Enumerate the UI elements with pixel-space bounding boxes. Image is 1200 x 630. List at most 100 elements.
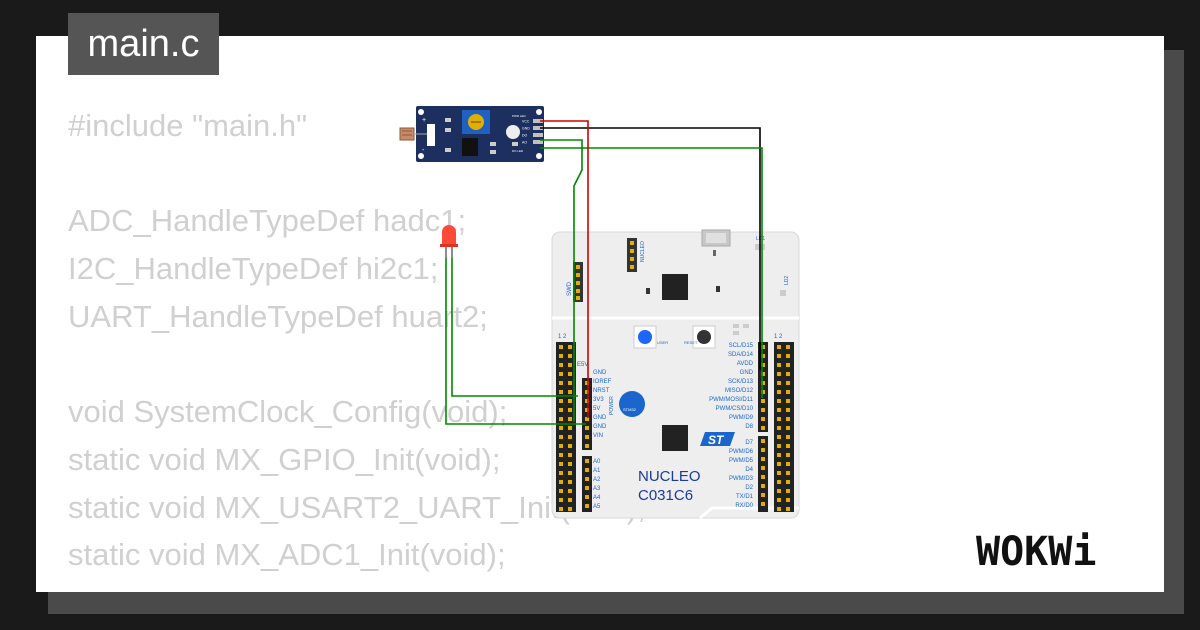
module-pin[interactable] <box>533 126 543 130</box>
header-pin[interactable] <box>777 471 781 475</box>
header-pin[interactable] <box>568 507 572 511</box>
header-pin[interactable] <box>568 462 572 466</box>
header-pin[interactable] <box>568 390 572 394</box>
header-pin[interactable] <box>777 372 781 376</box>
header-pin[interactable] <box>777 381 781 385</box>
header-pin[interactable] <box>786 471 790 475</box>
header-pin[interactable] <box>568 363 572 367</box>
header-pin[interactable] <box>559 462 563 466</box>
header-pin[interactable] <box>568 426 572 430</box>
reset-button[interactable] <box>697 330 711 344</box>
header-pin[interactable] <box>559 435 563 439</box>
header-pin[interactable] <box>585 486 589 490</box>
header-pin[interactable] <box>559 444 563 448</box>
header-pin[interactable] <box>777 507 781 511</box>
header-pin[interactable] <box>777 480 781 484</box>
header-pin[interactable] <box>585 444 589 448</box>
header-pin[interactable] <box>761 399 765 403</box>
header-pin[interactable] <box>585 408 589 412</box>
header-pin[interactable] <box>761 345 765 349</box>
header-pin[interactable] <box>585 417 589 421</box>
header-pin[interactable] <box>777 345 781 349</box>
module-pin[interactable] <box>533 133 543 137</box>
user-button[interactable] <box>638 330 652 344</box>
header-pin[interactable] <box>786 345 790 349</box>
header-pin[interactable] <box>585 459 589 463</box>
header-pin[interactable] <box>786 354 790 358</box>
header-pin[interactable] <box>568 453 572 457</box>
header-pin[interactable] <box>777 408 781 412</box>
header-pin[interactable] <box>559 381 563 385</box>
header-pin[interactable] <box>761 502 765 506</box>
header-pin[interactable] <box>777 390 781 394</box>
header-pin[interactable] <box>761 426 765 430</box>
header-pin[interactable] <box>568 435 572 439</box>
header-pin[interactable] <box>585 435 589 439</box>
header-pin[interactable] <box>786 498 790 502</box>
header-pin[interactable] <box>777 435 781 439</box>
header-pin[interactable] <box>568 372 572 376</box>
header-pin[interactable] <box>585 399 589 403</box>
header-pin[interactable] <box>585 477 589 481</box>
nucleo-board[interactable]: NUCLEO LD1 LD2 SWD USER RESET ST STM32 <box>551 229 800 520</box>
header-pin[interactable] <box>777 489 781 493</box>
header-pin[interactable] <box>777 417 781 421</box>
module-pin[interactable] <box>533 119 543 123</box>
header-pin[interactable] <box>559 426 563 430</box>
header-pin[interactable] <box>786 444 790 448</box>
header-pin[interactable] <box>559 390 563 394</box>
header-pin[interactable] <box>585 426 589 430</box>
header-pin[interactable] <box>777 444 781 448</box>
header-pin[interactable] <box>559 453 563 457</box>
header-pin[interactable] <box>761 466 765 470</box>
module-pin[interactable] <box>533 140 543 144</box>
header-pin[interactable] <box>786 372 790 376</box>
header-pin[interactable] <box>777 426 781 430</box>
header-pin[interactable] <box>559 471 563 475</box>
header-pin[interactable] <box>786 453 790 457</box>
header-pin[interactable] <box>568 471 572 475</box>
header-pin[interactable] <box>761 439 765 443</box>
header-pin[interactable] <box>786 480 790 484</box>
header-pin[interactable] <box>559 408 563 412</box>
header-pin[interactable] <box>559 417 563 421</box>
header-pin[interactable] <box>559 480 563 484</box>
header-pin[interactable] <box>568 489 572 493</box>
header-pin[interactable] <box>568 498 572 502</box>
header-pin[interactable] <box>568 408 572 412</box>
header-pin[interactable] <box>786 408 790 412</box>
header-pin[interactable] <box>761 493 765 497</box>
header-pin[interactable] <box>786 390 790 394</box>
header-pin[interactable] <box>585 381 589 385</box>
file-tab[interactable]: main.c <box>68 13 219 75</box>
header-pin[interactable] <box>761 390 765 394</box>
header-pin[interactable] <box>559 498 563 502</box>
header-pin[interactable] <box>761 408 765 412</box>
header-pin[interactable] <box>559 372 563 376</box>
header-pin[interactable] <box>761 372 765 376</box>
header-pin[interactable] <box>761 457 765 461</box>
header-pin[interactable] <box>761 363 765 367</box>
header-pin[interactable] <box>777 462 781 466</box>
header-pin[interactable] <box>777 363 781 367</box>
header-pin[interactable] <box>559 354 563 358</box>
header-pin[interactable] <box>761 381 765 385</box>
header-pin[interactable] <box>568 354 572 358</box>
header-pin[interactable] <box>761 475 765 479</box>
header-pin[interactable] <box>568 480 572 484</box>
header-pin[interactable] <box>786 462 790 466</box>
header-pin[interactable] <box>761 354 765 358</box>
header-pin[interactable] <box>559 345 563 349</box>
header-pin[interactable] <box>761 417 765 421</box>
header-pin[interactable] <box>786 381 790 385</box>
header-pin[interactable] <box>585 495 589 499</box>
header-pin[interactable] <box>786 399 790 403</box>
header-pin[interactable] <box>585 504 589 508</box>
header-pin[interactable] <box>568 444 572 448</box>
header-pin[interactable] <box>777 399 781 403</box>
header-pin[interactable] <box>777 498 781 502</box>
header-pin[interactable] <box>777 453 781 457</box>
header-pin[interactable] <box>786 417 790 421</box>
header-pin[interactable] <box>559 399 563 403</box>
